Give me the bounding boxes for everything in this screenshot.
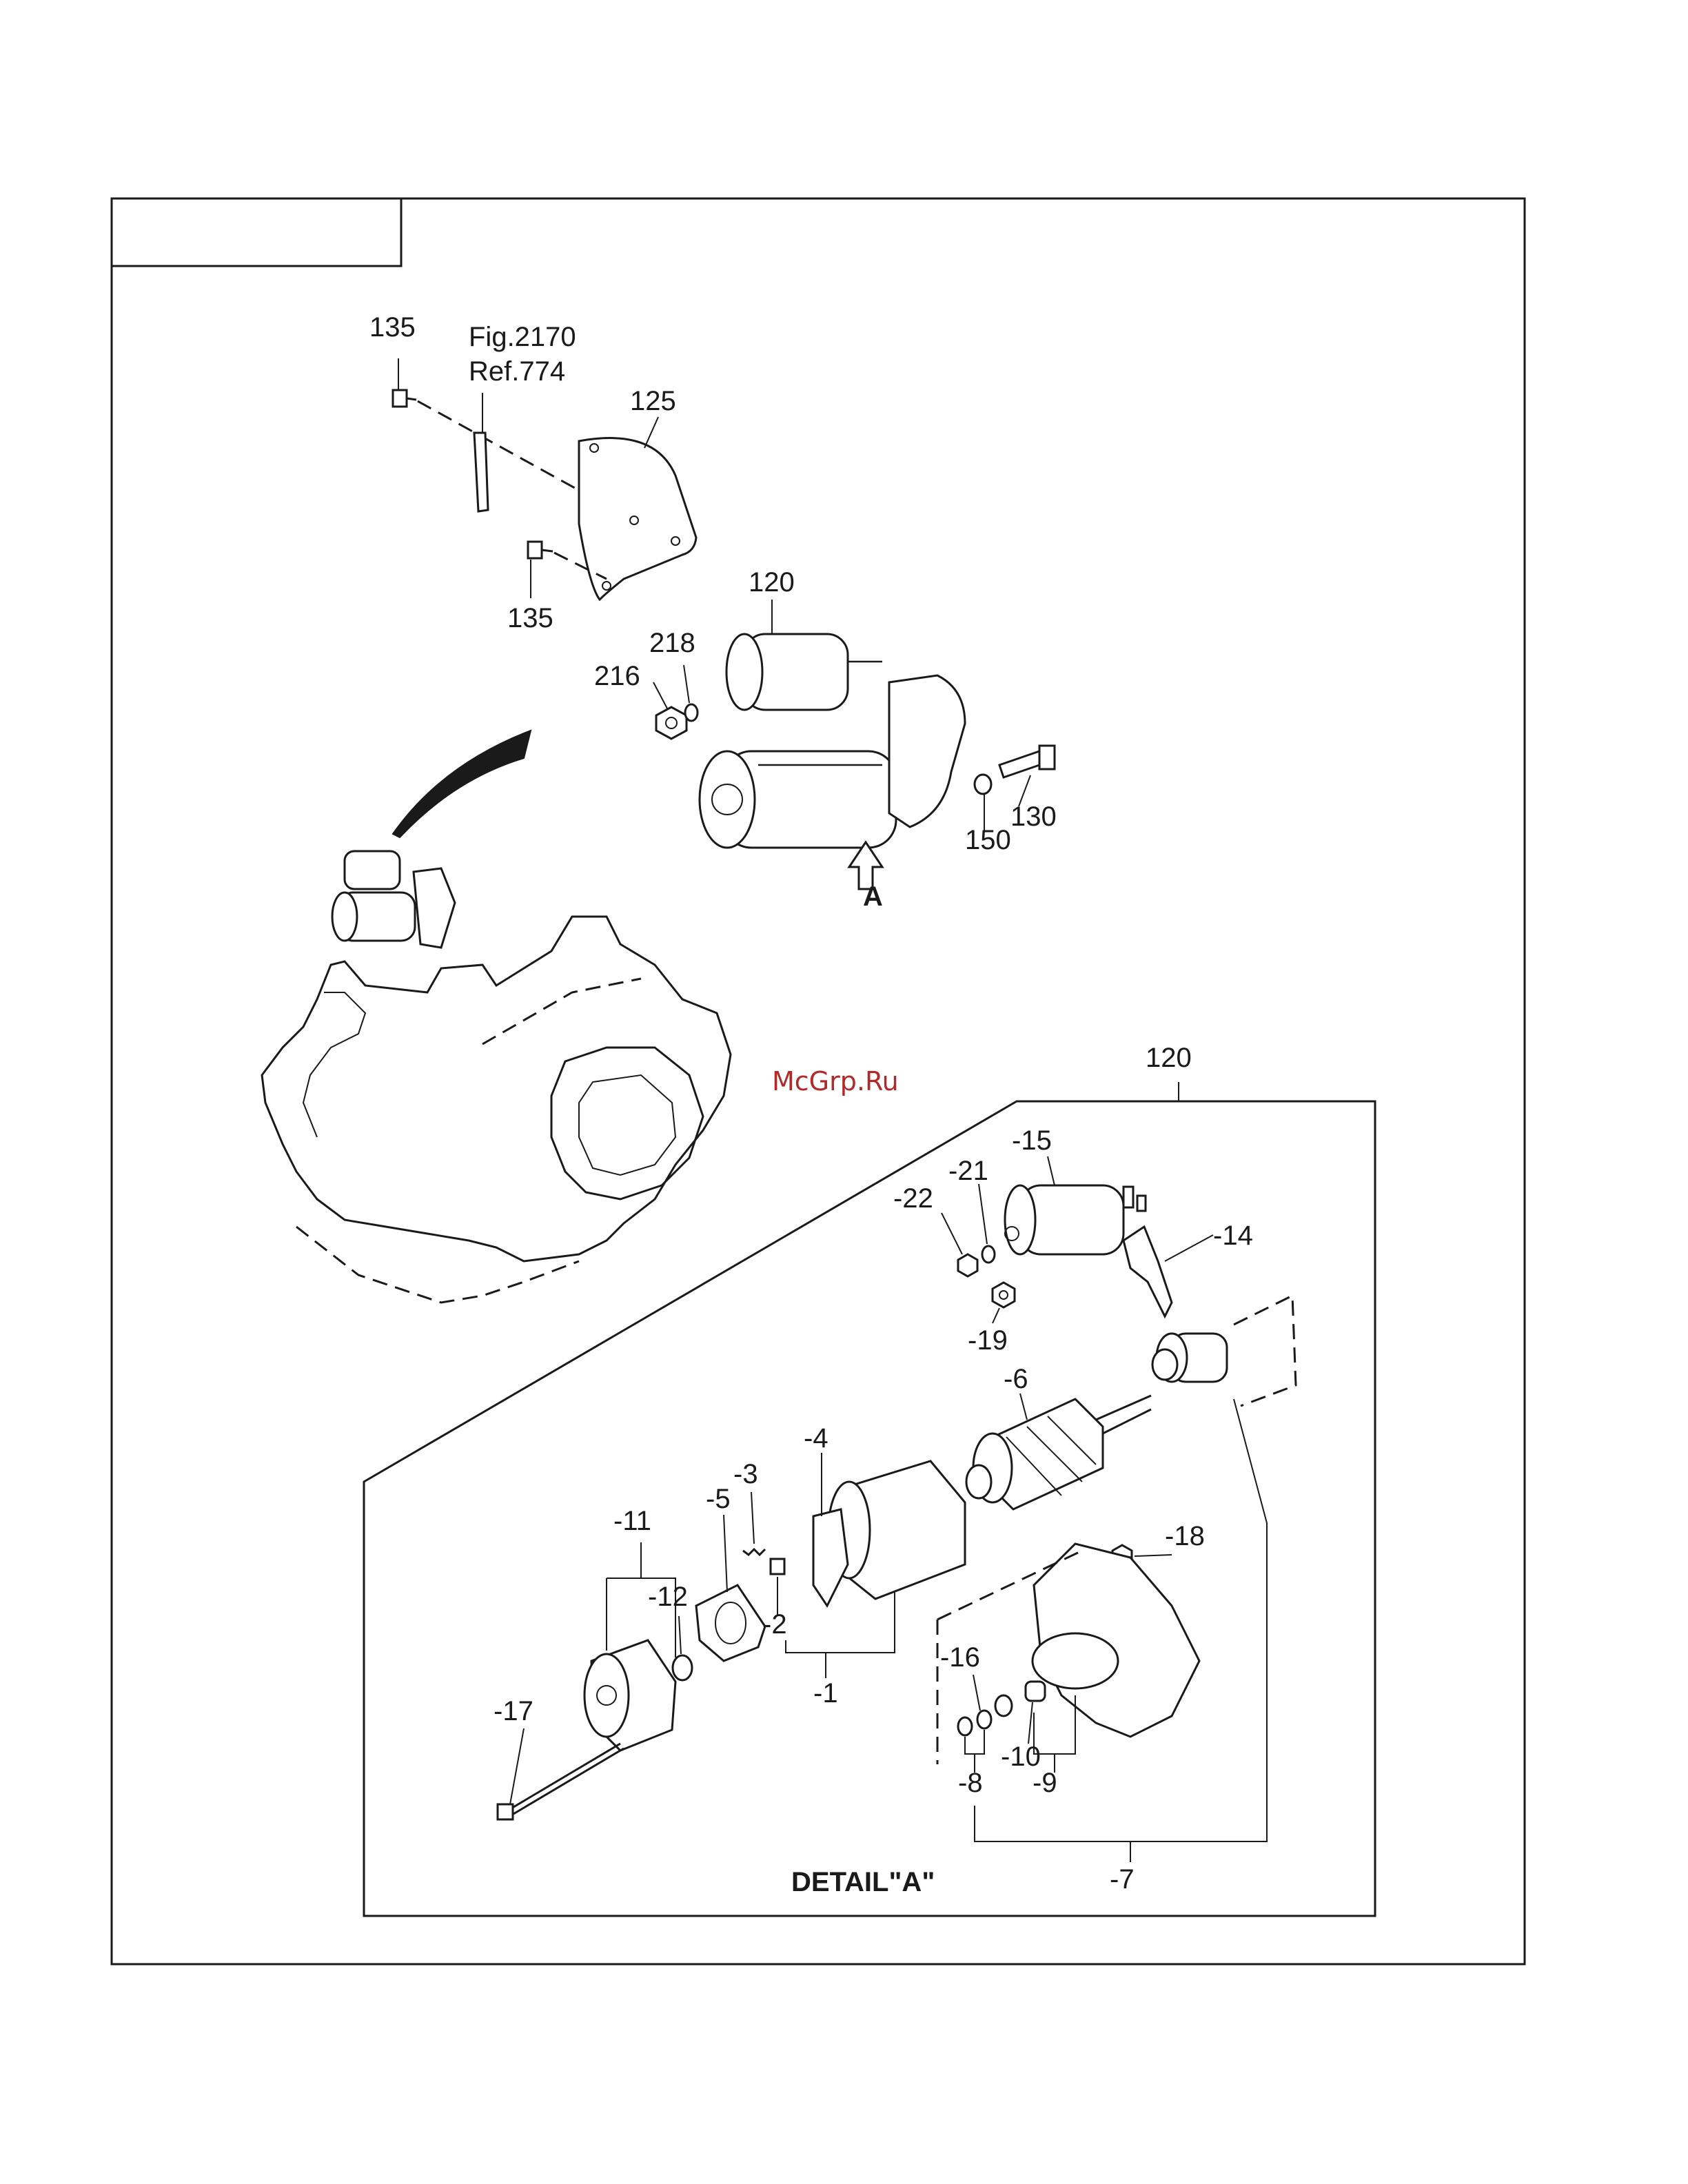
engine-dash-bottom bbox=[296, 1227, 579, 1303]
leader-16 bbox=[973, 1675, 980, 1711]
pinion-gear bbox=[1152, 1334, 1227, 1382]
washer-10 bbox=[995, 1695, 1012, 1716]
dash-pinion-group bbox=[1234, 1296, 1296, 1406]
label-5: -5 bbox=[706, 1484, 731, 1514]
end-cap-11 bbox=[584, 1640, 675, 1751]
washer-218 bbox=[685, 704, 698, 721]
label-22: -22 bbox=[893, 1183, 933, 1214]
bolt-135-lower bbox=[528, 542, 553, 558]
spring-3 bbox=[743, 1549, 765, 1555]
watermark: McGrp.Ru bbox=[772, 1066, 899, 1096]
leader-22 bbox=[942, 1213, 962, 1254]
label-135-top: 135 bbox=[369, 312, 416, 343]
label-fig-ref: Fig.2170 bbox=[469, 322, 576, 352]
label-18: -18 bbox=[1165, 1521, 1205, 1551]
nut-216 bbox=[656, 707, 687, 739]
leader-12 bbox=[679, 1616, 681, 1654]
armature-6 bbox=[966, 1396, 1151, 1509]
engine-dash-mid bbox=[482, 979, 641, 1044]
leader-216 bbox=[653, 682, 667, 708]
label-6: -6 bbox=[1004, 1364, 1028, 1394]
leader-125 bbox=[644, 417, 658, 448]
nut-22 bbox=[958, 1254, 977, 1276]
nut-19 bbox=[993, 1283, 1015, 1307]
yoke-4 bbox=[813, 1461, 965, 1606]
label-2: -2 bbox=[762, 1609, 787, 1640]
brush-2 bbox=[771, 1559, 784, 1574]
leader-14 bbox=[1165, 1235, 1213, 1261]
engine-outline bbox=[262, 917, 731, 1261]
leader-6 bbox=[1020, 1394, 1027, 1420]
label-arrow-a: A bbox=[863, 881, 883, 912]
label-17: -17 bbox=[494, 1696, 533, 1726]
leader-3 bbox=[751, 1492, 754, 1544]
wire-strap bbox=[474, 433, 488, 511]
label-130: 130 bbox=[1010, 802, 1057, 832]
bushing-12 bbox=[673, 1655, 692, 1680]
leader-15 bbox=[1048, 1156, 1055, 1185]
label-9: -9 bbox=[1033, 1768, 1057, 1798]
starter-motor-assembly bbox=[700, 634, 965, 848]
label-120-detail: 120 bbox=[1146, 1043, 1192, 1073]
brush-holder-5 bbox=[696, 1585, 765, 1661]
bolt-130 bbox=[999, 746, 1055, 777]
leader-21 bbox=[979, 1184, 987, 1244]
label-125: 125 bbox=[630, 386, 676, 416]
label-7: -7 bbox=[1110, 1864, 1135, 1895]
label-4: -4 bbox=[804, 1423, 828, 1453]
label-11: -11 bbox=[613, 1506, 651, 1536]
engine-starter-small bbox=[332, 851, 455, 948]
label-8: -8 bbox=[958, 1768, 983, 1798]
label-15: -15 bbox=[1012, 1125, 1052, 1156]
label-ref: Ref.774 bbox=[469, 356, 565, 387]
washer-21 bbox=[982, 1246, 995, 1263]
leader-17 bbox=[510, 1728, 524, 1804]
lever-14 bbox=[1123, 1227, 1172, 1316]
collar-10 bbox=[1026, 1682, 1045, 1701]
label-detail-a: DETAIL"A" bbox=[791, 1867, 935, 1897]
label-135-lower: 135 bbox=[507, 603, 553, 633]
leader-10 bbox=[1028, 1702, 1033, 1744]
title-tab bbox=[112, 198, 401, 266]
swoosh-arrow bbox=[393, 731, 531, 837]
label-218: 218 bbox=[649, 628, 695, 658]
label-21: -21 bbox=[948, 1156, 988, 1186]
label-150: 150 bbox=[965, 825, 1011, 855]
bracket-1 bbox=[786, 1592, 895, 1653]
leader-218 bbox=[684, 665, 689, 703]
leader-5 bbox=[724, 1515, 727, 1592]
transmission-outline bbox=[551, 1048, 703, 1199]
label-216: 216 bbox=[594, 661, 640, 691]
washer-16-b bbox=[977, 1711, 991, 1728]
washer-150 bbox=[975, 775, 991, 794]
leader-19 bbox=[993, 1308, 999, 1323]
label-120-top: 120 bbox=[749, 567, 795, 598]
label-3: -3 bbox=[733, 1459, 758, 1489]
engine-outline-inner bbox=[303, 992, 365, 1137]
transmission-inner bbox=[579, 1075, 675, 1175]
label-12: -12 bbox=[648, 1582, 688, 1612]
label-1: -1 bbox=[813, 1678, 838, 1708]
drive-housing bbox=[1033, 1544, 1199, 1737]
washer-16-a bbox=[958, 1717, 972, 1735]
leader-18 bbox=[1135, 1555, 1172, 1556]
label-19: -19 bbox=[968, 1325, 1008, 1356]
through-bolt-17 bbox=[498, 1744, 624, 1819]
label-16: -16 bbox=[940, 1642, 980, 1673]
label-14: -14 bbox=[1213, 1221, 1253, 1251]
bolt-135-top bbox=[393, 390, 416, 407]
